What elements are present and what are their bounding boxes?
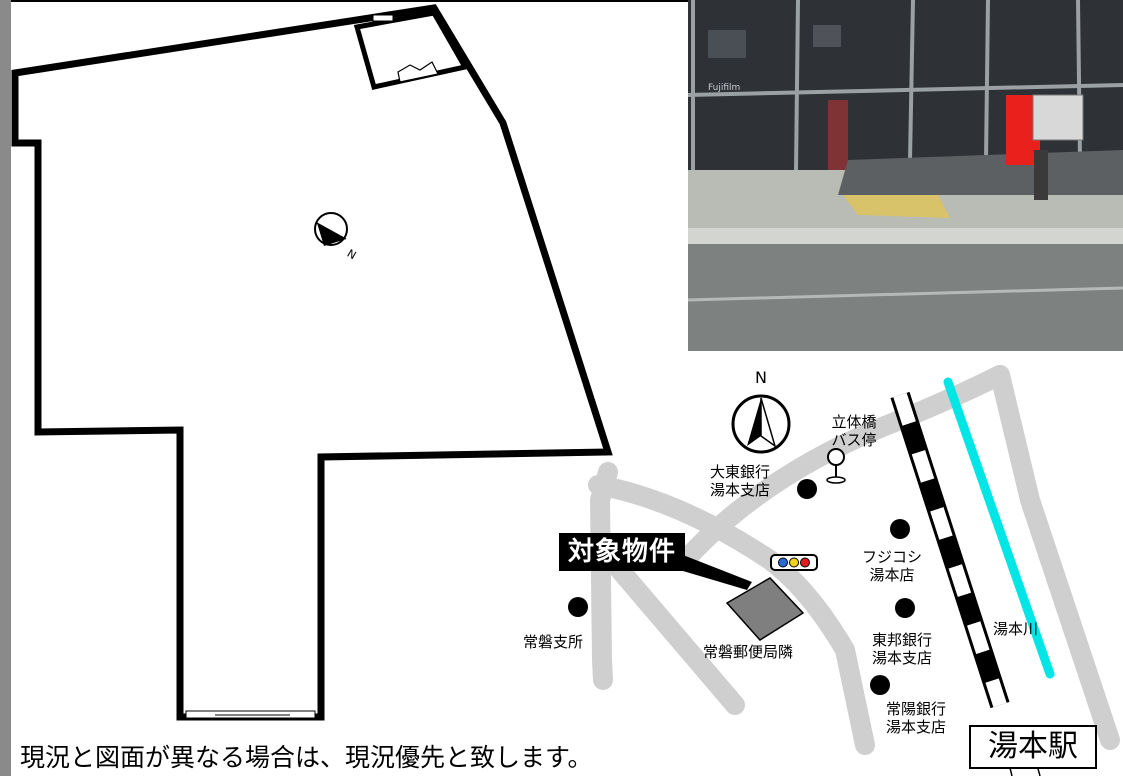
yumoto-station-label: 湯本駅 <box>969 725 1097 769</box>
floor-plan-outline <box>11 4 613 721</box>
north-arrow-icon <box>731 394 791 454</box>
north-label: N <box>755 368 767 387</box>
road-diagonal <box>598 546 745 715</box>
target-property-label: 対象物件 <box>559 533 685 571</box>
entrance-room <box>353 10 469 90</box>
daito-bank-label: 大東銀行 湯本支店 <box>709 463 770 499</box>
joban-branch-label: 常磐支所 <box>523 633 584 651</box>
top-window <box>372 14 394 22</box>
river <box>943 377 1055 679</box>
area-map <box>568 365 1120 776</box>
site-photo: Fujifilm <box>688 0 1123 351</box>
marker-daito-bank <box>797 479 817 499</box>
target-pointer <box>683 555 752 590</box>
marker-fujikoshi <box>890 519 910 539</box>
fujikoshi-label: フジコシ 湯本店 <box>861 548 922 584</box>
marker-joban-branch <box>568 597 588 617</box>
road-west <box>590 462 618 690</box>
road-to-northeast <box>680 365 1010 565</box>
door-sketch <box>397 61 439 83</box>
svg-text:Fujifilm: Fujifilm <box>708 83 740 93</box>
bus-stop-label: 立体橋 バス停 <box>831 413 877 449</box>
toho-bank-label: 東邦銀行 湯本支店 <box>871 631 932 667</box>
left-border <box>0 0 11 776</box>
marker-joyo-bank <box>870 675 890 695</box>
bus-stop-icon <box>826 448 846 484</box>
river-label: 湯本川 <box>993 620 1039 638</box>
joyo-bank-label: 常陽銀行 湯本支店 <box>885 700 946 736</box>
floor-plan: N <box>11 4 613 721</box>
traffic-light-icon <box>770 554 818 571</box>
road-main <box>588 475 875 755</box>
disclaimer-text: 現況と図面が異なる場合は、現況優先と致します。 <box>20 743 593 772</box>
road-east <box>990 365 1120 750</box>
marker-toho-bank <box>895 598 915 618</box>
target-building <box>725 577 805 641</box>
post-office-label: 常磐郵便局隣 <box>703 643 794 661</box>
roads <box>588 365 1120 755</box>
